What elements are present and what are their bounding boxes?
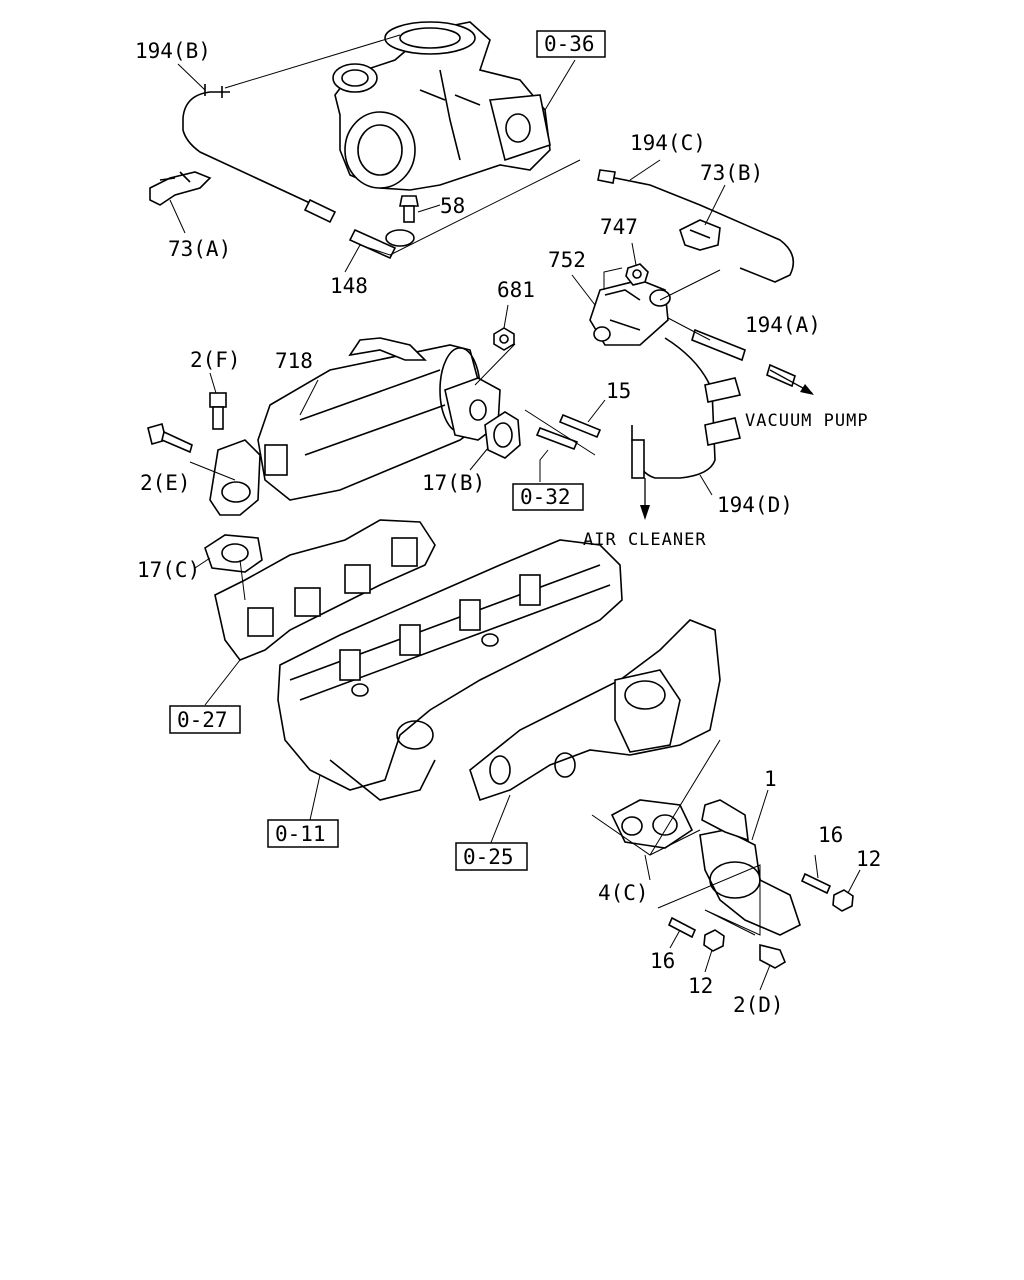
callout-2f: 2(F) <box>190 348 241 372</box>
nut-747 <box>625 263 649 286</box>
ref-036: 0-36 <box>544 32 595 56</box>
hose-194b <box>182 84 397 260</box>
callout-752: 752 <box>548 248 586 272</box>
callout-17c: 17(C) <box>137 558 200 582</box>
nut-12-left <box>703 929 725 952</box>
callout-12-left: 12 <box>688 974 713 998</box>
callout-194d: 194(D) <box>717 493 793 517</box>
hose-194d <box>631 337 742 479</box>
bolt-58 <box>385 195 419 247</box>
clip-73a <box>149 171 212 206</box>
turbocharger <box>332 21 551 191</box>
egr-valve-1 <box>699 799 801 936</box>
ref-011: 0-11 <box>275 822 326 846</box>
callout-16-right: 16 <box>818 823 843 847</box>
callout-2d: 2(D) <box>733 993 784 1017</box>
callout-148: 148 <box>330 274 368 298</box>
egr-pipe-flange <box>209 439 261 516</box>
ref-027: 0-27 <box>177 708 228 732</box>
callout-718: 718 <box>275 349 313 373</box>
intake-manifold <box>469 619 721 802</box>
leader-lines <box>169 34 861 991</box>
gasket-17b <box>484 411 521 459</box>
callout-17b: 17(B) <box>422 471 485 495</box>
stud-16-right <box>800 872 832 895</box>
clip-73b <box>679 219 721 251</box>
ref-box-011 <box>267 819 339 848</box>
nut-12-right <box>832 889 854 912</box>
callout-2e: 2(E) <box>140 471 191 495</box>
callout-15: 15 <box>606 379 631 403</box>
callout-194a: 194(A) <box>745 313 821 337</box>
ref-box-036 <box>536 30 606 58</box>
callout-681: 681 <box>497 278 535 302</box>
studs-15 <box>535 413 602 451</box>
ref-box-032 <box>512 483 584 511</box>
callout-16-left: 16 <box>650 949 675 973</box>
callout-73b: 73(B) <box>700 161 763 185</box>
stud-16-left <box>667 916 697 939</box>
bolt-2d <box>759 943 787 969</box>
callout-58: 58 <box>440 194 465 218</box>
ref-box-027 <box>169 705 241 734</box>
solenoid-752 <box>589 279 671 346</box>
ref-box-025 <box>455 842 528 871</box>
callout-73a: 73(A) <box>168 237 231 261</box>
ref-032: 0-32 <box>520 485 571 509</box>
callout-1: 1 <box>764 767 777 791</box>
callout-12-right: 12 <box>856 847 881 871</box>
exhaust-manifold <box>214 519 436 661</box>
gasket-17c <box>204 534 263 573</box>
cylinder-head <box>277 539 623 801</box>
gasket-4c <box>610 799 694 849</box>
label-air-cleaner: AIR CLEANER <box>583 530 707 550</box>
bolt-2e <box>147 423 193 454</box>
callout-747: 747 <box>600 215 638 239</box>
ref-025: 0-25 <box>463 845 514 869</box>
bolt-2f <box>209 392 227 430</box>
label-vacuum-pump: VACUUM PUMP <box>745 411 869 431</box>
callout-194c: 194(C) <box>630 131 706 155</box>
callout-4c: 4(C) <box>598 881 649 905</box>
nut-681 <box>493 327 515 351</box>
callout-194b: 194(B) <box>135 39 211 63</box>
